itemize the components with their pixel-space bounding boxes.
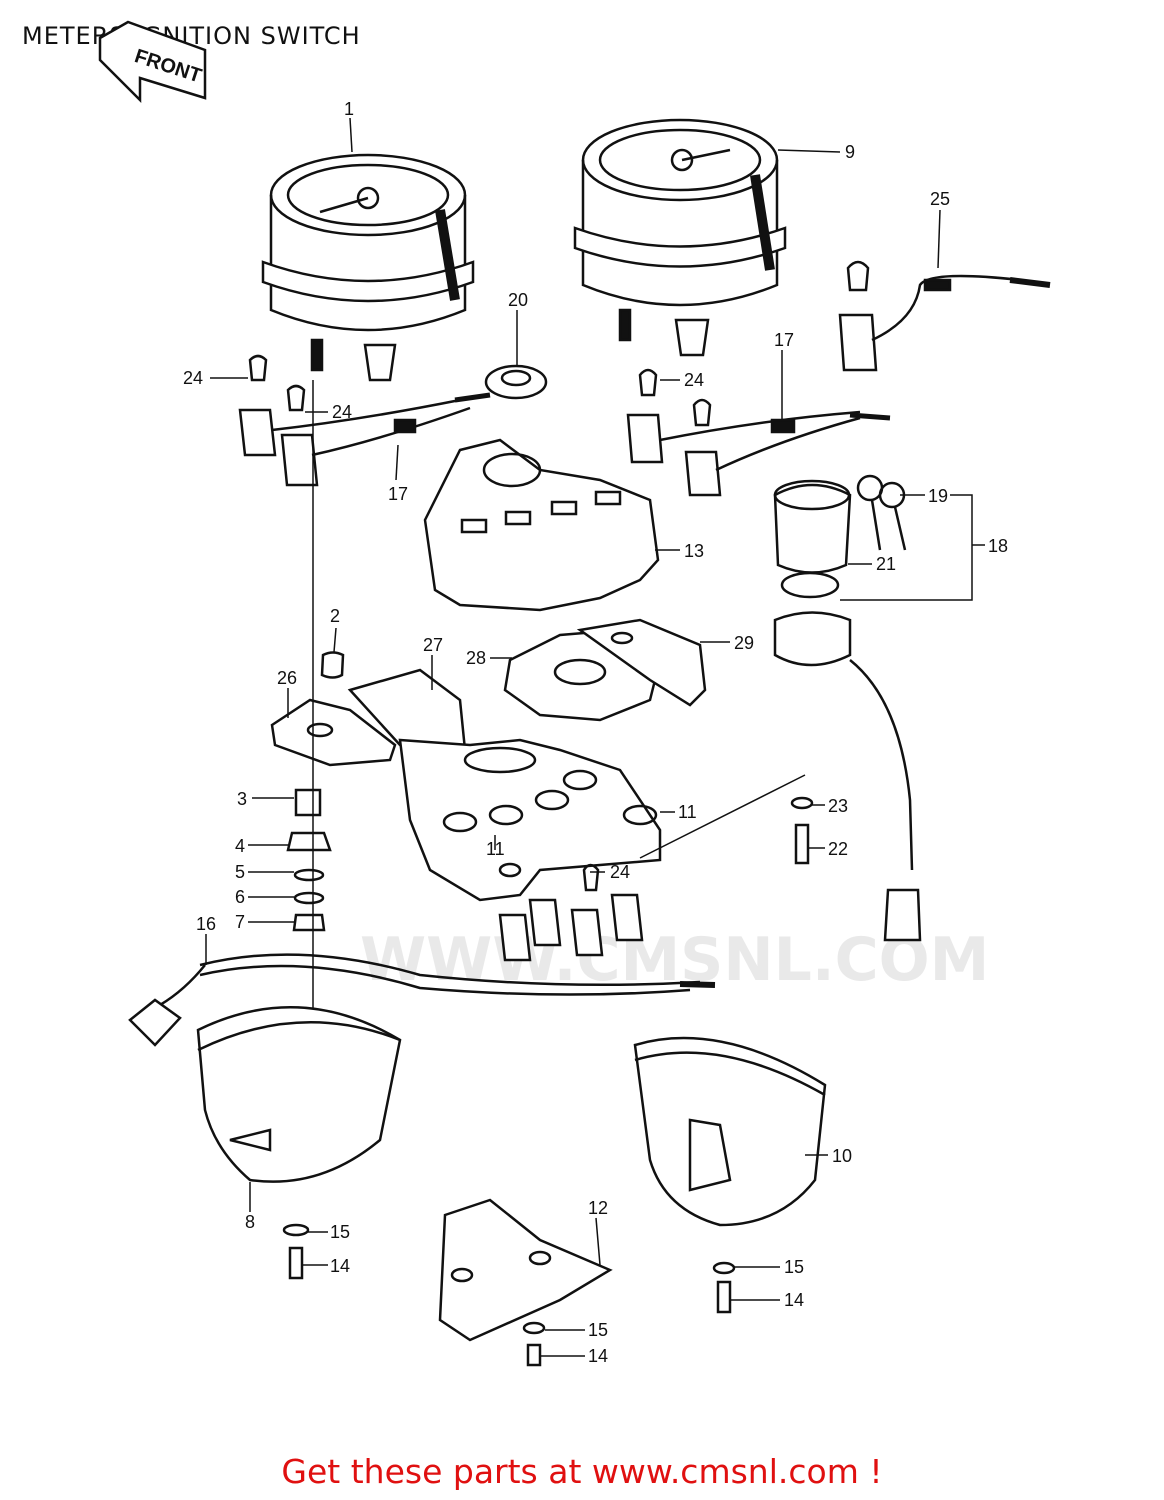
callout-14-c: 14 [588,1346,608,1366]
callout-15-a: 15 [330,1222,350,1242]
callout-10: 10 [832,1146,852,1166]
callout-24-c: 24 [684,370,704,390]
callout-11-b: 11 [486,839,505,859]
callout-16: 16 [196,914,216,934]
callout-27: 27 [423,635,443,655]
callout-24-b: 24 [332,402,352,422]
callout-26: 26 [277,668,297,688]
callout-15-b: 15 [784,1257,804,1277]
callout-18: 18 [988,536,1008,556]
callout-21: 21 [876,554,896,574]
callout-8: 8 [245,1212,255,1232]
screws-washers [282,796,814,1367]
callout-3: 3 [237,789,247,809]
cover-12 [438,1198,613,1342]
callout-28: 28 [466,648,486,668]
callout-22: 22 [828,839,848,859]
grommet-20 [484,364,548,400]
callout-6: 6 [235,887,245,907]
callout-4: 4 [235,836,245,856]
callout-7: 7 [235,912,245,932]
promo-link-text[interactable]: Get these parts at www.cmsnl.com ! [281,1452,883,1491]
callout-29: 29 [734,633,754,653]
meter-cup-10 [633,1036,827,1227]
callout-14-b: 14 [784,1290,804,1310]
front-arrow-icon: FRONT [98,20,207,104]
speedometer [261,153,475,382]
callout-13: 13 [684,541,704,561]
callout-1: 1 [344,99,354,119]
callout-24-a: 24 [183,368,203,388]
callout-5: 5 [235,862,245,882]
callout-23: 23 [828,796,848,816]
callout-25: 25 [930,189,950,209]
bulb-sockets-right [626,368,891,497]
lower-sockets-harness [128,863,716,1047]
meter-cup-8 [196,1006,402,1183]
callout-17-left: 17 [388,484,408,504]
tachometer [573,118,787,357]
callout-14-a: 14 [330,1256,350,1276]
callout-17-right: 17 [774,330,794,350]
callout-12: 12 [588,1198,608,1218]
callout-19: 19 [928,486,948,506]
callout-15-c: 15 [588,1320,608,1340]
callout-24-d: 24 [610,862,630,882]
callout-2: 2 [330,606,340,626]
indicator-housing-13 [423,438,660,612]
key-icon [856,474,907,551]
bulb-sockets-left [238,354,491,487]
ignition-switch [773,474,922,942]
indicator-lamp-25 [838,260,1051,372]
callout-11-a: 11 [678,802,697,822]
meter-bracket-11 [398,738,662,902]
callout-20: 20 [508,290,528,310]
callout-9: 9 [845,142,855,162]
